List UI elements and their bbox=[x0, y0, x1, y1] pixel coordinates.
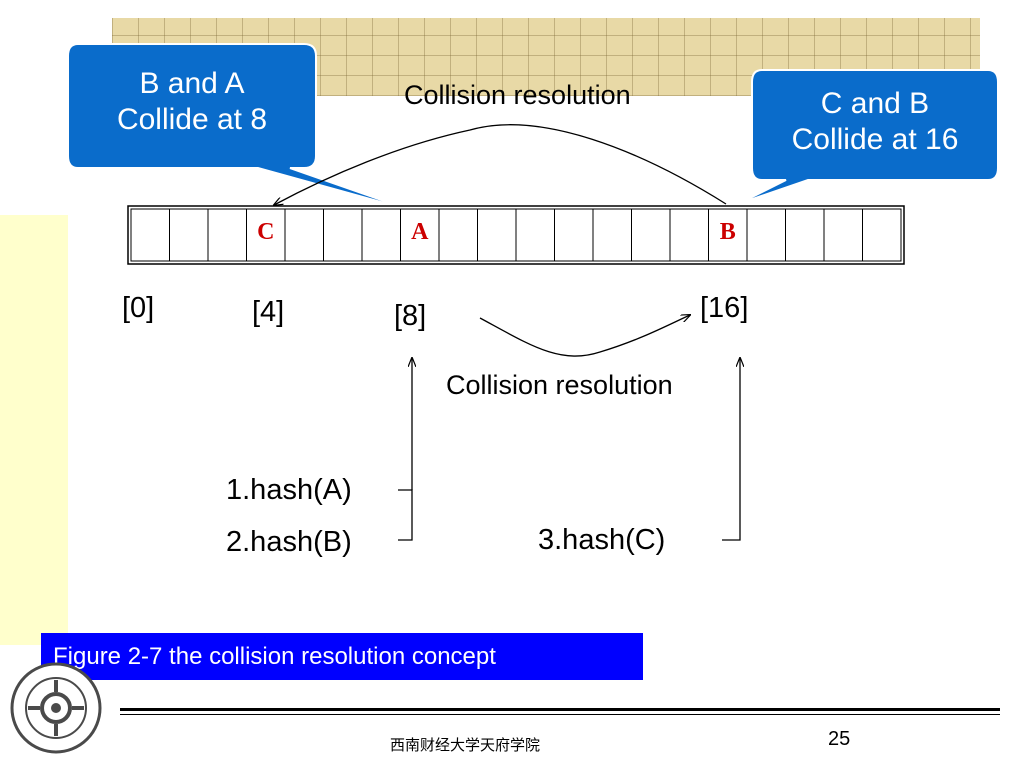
slot-entry-a: A bbox=[411, 219, 429, 245]
figure-caption: Figure 2-7 the collision resolution conc… bbox=[41, 633, 643, 680]
callout-right-text: C and B Collide at 16 bbox=[791, 87, 959, 156]
hash-table bbox=[127, 205, 905, 265]
collision-label-top: Collision resolution bbox=[404, 80, 631, 110]
footer-rule-thick bbox=[120, 708, 1000, 711]
footer-school-name: 西南财经大学天府学院 bbox=[390, 736, 541, 754]
slot-entry-b: B bbox=[719, 219, 736, 245]
page-number: 25 bbox=[828, 728, 851, 750]
hash-c-bracket bbox=[722, 358, 740, 541]
collision-arc-bottom bbox=[479, 315, 690, 357]
hash-ab-bracket bbox=[398, 489, 413, 541]
index-label-0: [0] bbox=[122, 292, 155, 324]
slot-entry-c: C bbox=[257, 219, 275, 245]
collision-arc-top bbox=[274, 124, 727, 205]
collision-label-bottom: Collision resolution bbox=[446, 370, 673, 400]
index-label-4: [4] bbox=[252, 296, 285, 328]
hash-step-b: 2.hash(B) bbox=[226, 526, 352, 558]
index-label-8: [8] bbox=[394, 300, 427, 332]
index-label-16: [16] bbox=[700, 292, 749, 324]
hash-step-c: 3.hash(C) bbox=[538, 524, 666, 556]
callout-right-bubble bbox=[737, 69, 999, 205]
callout-left-text: B and A Collide at 8 bbox=[116, 67, 268, 136]
footer-rule-thin bbox=[120, 714, 1000, 715]
left-decor-strip bbox=[0, 215, 68, 645]
hash-step-a: 1.hash(A) bbox=[226, 474, 352, 506]
college-logo-icon bbox=[10, 662, 102, 754]
callout-left-bubble bbox=[67, 43, 411, 211]
